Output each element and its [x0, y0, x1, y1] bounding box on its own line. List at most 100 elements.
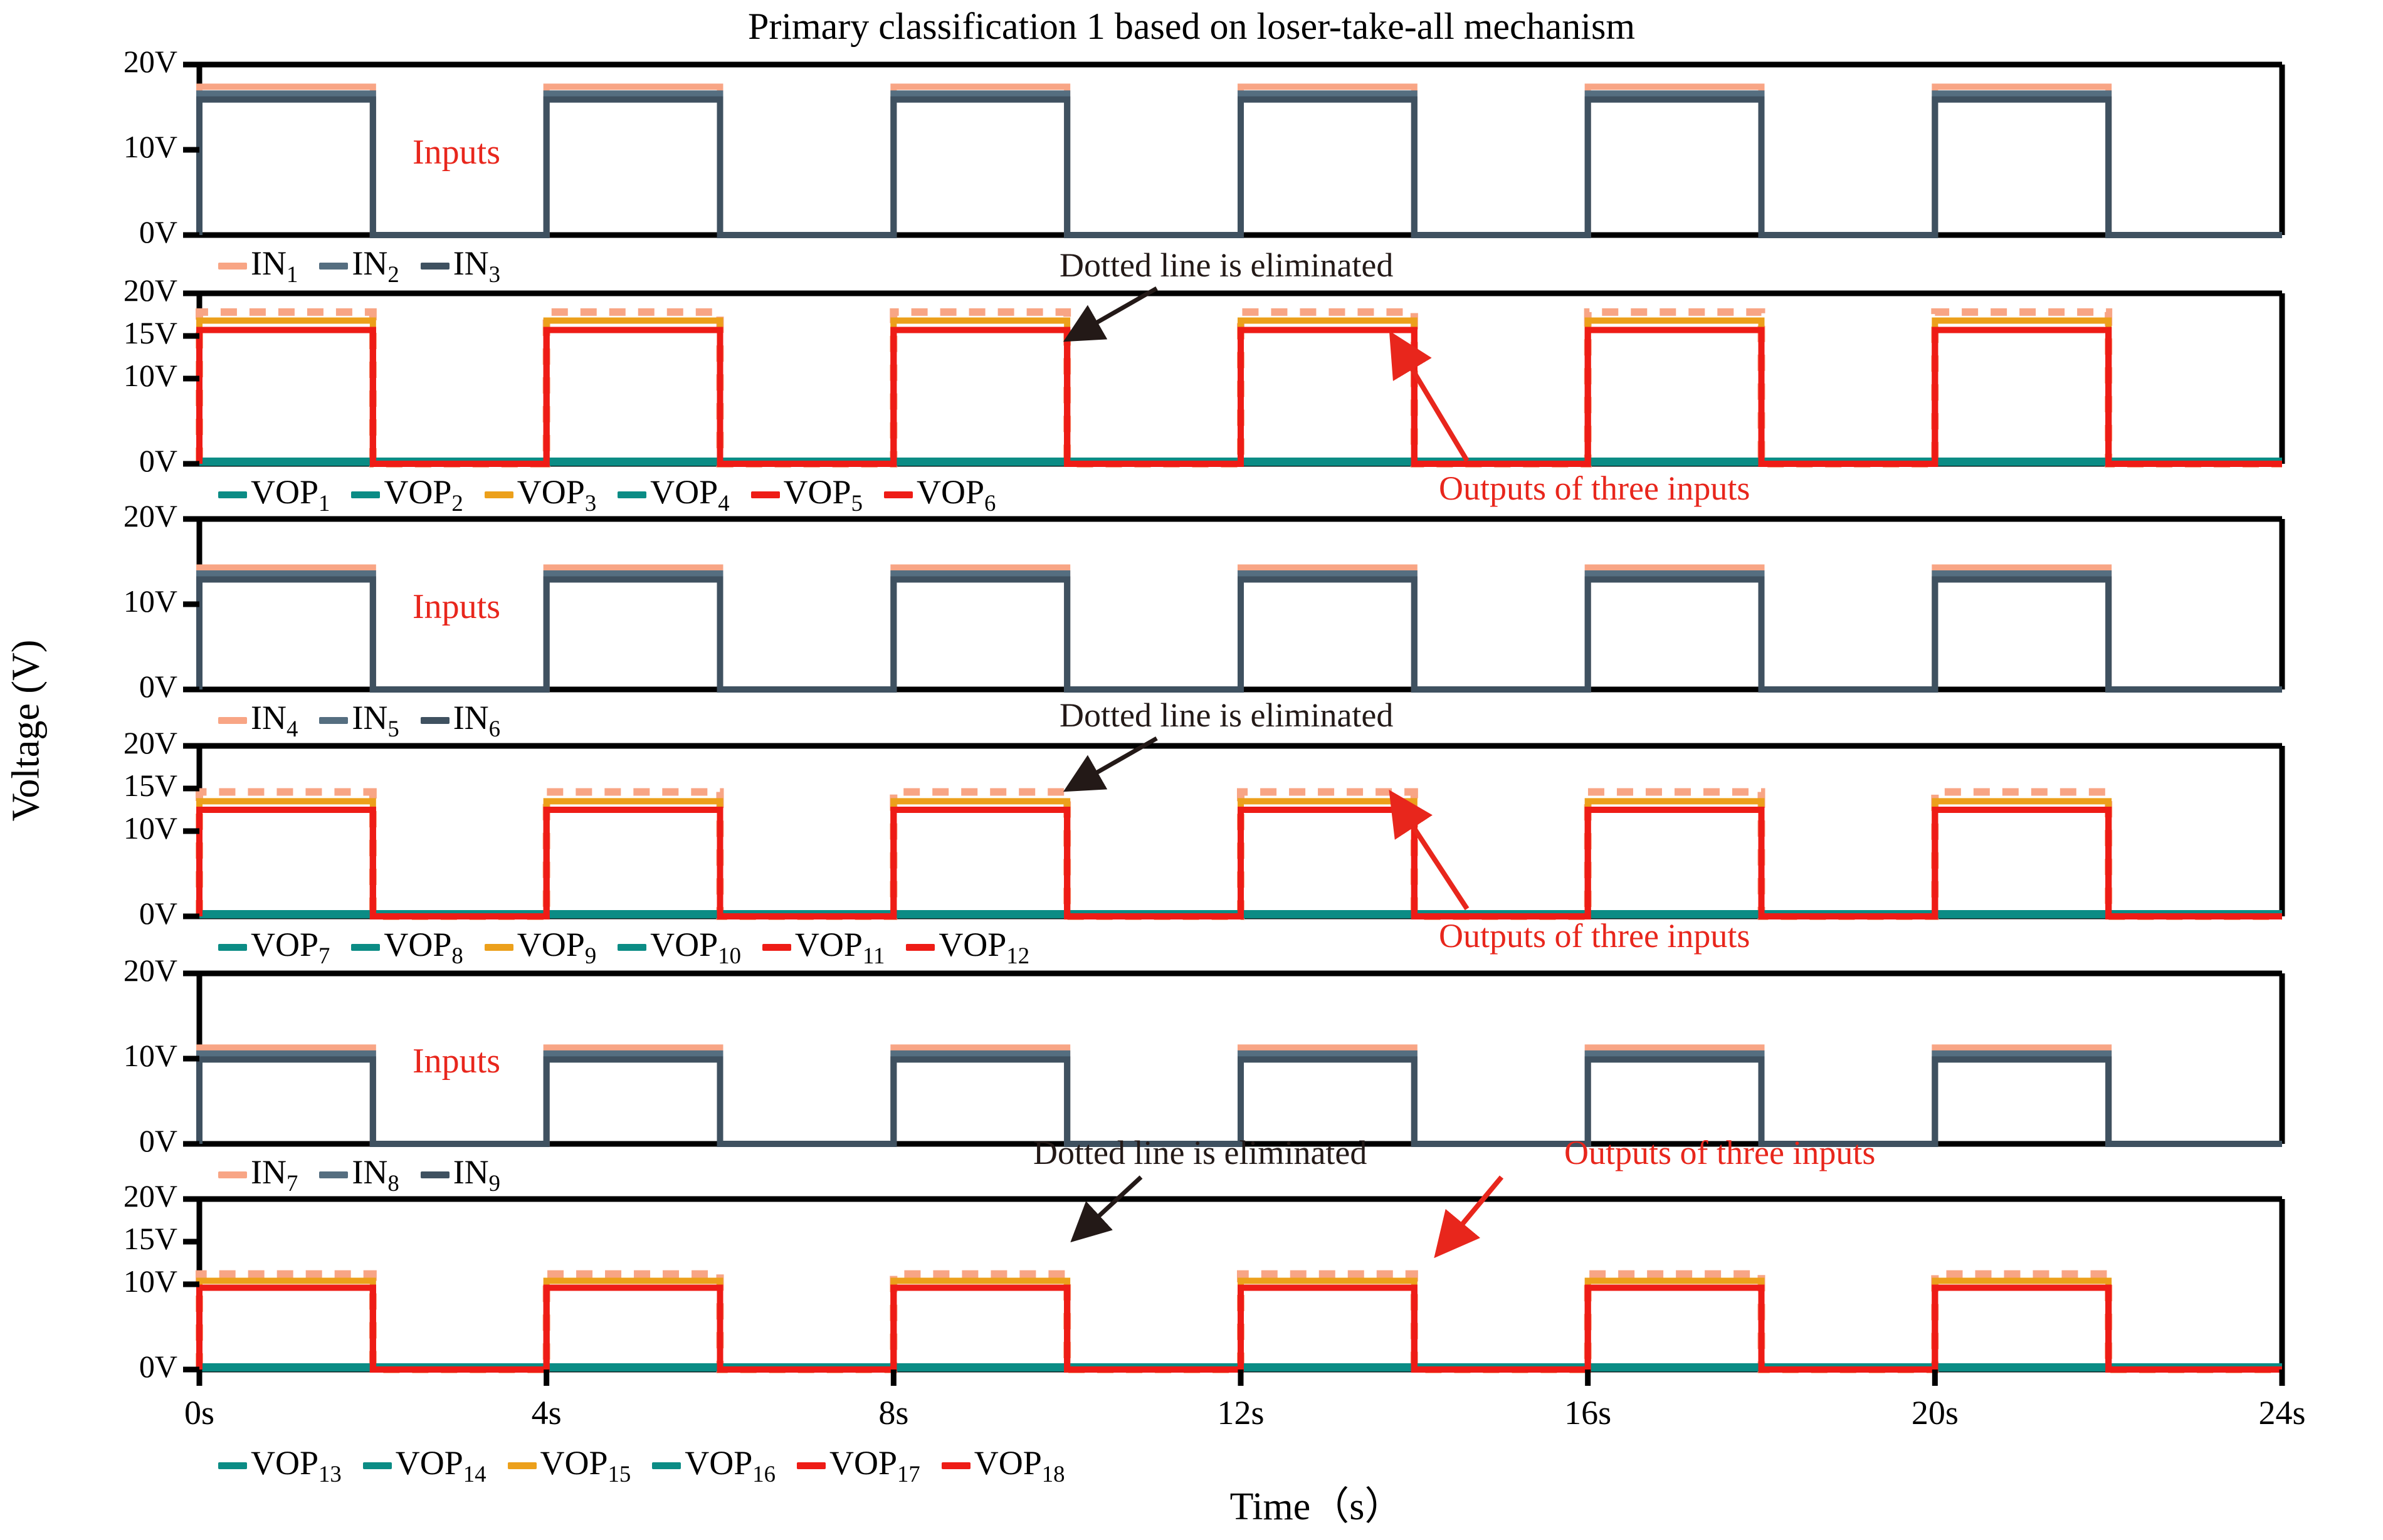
y-tick-label: 0V: [139, 669, 177, 704]
legend-swatch-icon: [762, 944, 791, 951]
legend-entry-IN5[interactable]: IN5: [319, 701, 399, 741]
legend-entry-VOP10[interactable]: VOP10: [618, 928, 741, 968]
inputs-label-1: Inputs: [413, 133, 500, 172]
plot-area-1: [183, 61, 2285, 238]
legend-swatch-icon: [420, 263, 450, 270]
x-tick-label: 8s: [878, 1394, 909, 1432]
legend-label: IN7: [251, 1153, 298, 1196]
legend-entry-IN3[interactable]: IN3: [420, 244, 501, 287]
plot-panel-6: [183, 1196, 2285, 1386]
x-axis-label: Time（s）: [1229, 1485, 1404, 1528]
legend-entry-VOP3[interactable]: VOP3: [484, 473, 597, 516]
x-tick-label: 20s: [1911, 1394, 1959, 1432]
legend-entry-VOP11[interactable]: VOP11: [762, 928, 885, 968]
legend-swatch-icon: [362, 1462, 392, 1470]
legend-entry-IN8[interactable]: IN8: [319, 1155, 399, 1195]
legend-swatch-icon: [507, 1462, 537, 1470]
legend-entry-VOP6[interactable]: VOP6: [883, 473, 996, 516]
plot-area-5: [183, 970, 2285, 1147]
waveform-IN3: [196, 96, 2282, 238]
legend-swatch-icon: [906, 944, 935, 951]
x-tick-label: 16s: [1564, 1394, 1612, 1432]
y-tick-label: 10V: [123, 584, 177, 619]
legend-entry-VOP18[interactable]: VOP18: [941, 1446, 1065, 1486]
waveform-VOP18: [196, 1284, 2282, 1373]
waveform-IN9: [196, 1056, 2282, 1147]
legend-swatch-icon: [351, 944, 381, 951]
legend-panel-3: IN4 IN5 IN6: [218, 701, 522, 741]
legend-entry-VOP8[interactable]: VOP8: [351, 928, 463, 968]
legend-swatch-icon: [484, 944, 513, 951]
x-tick-label: 12s: [1217, 1394, 1265, 1432]
annotation-dotted-p6: Dotted line is eliminated: [1033, 1134, 1367, 1171]
inputs-label-5: Inputs: [413, 1042, 500, 1081]
legend-entry-IN6[interactable]: IN6: [420, 701, 500, 741]
legend-panel-5: IN7 IN8 IN9: [218, 1155, 522, 1195]
y-tick-label: 15V: [123, 315, 177, 350]
legend-label: IN3: [453, 244, 501, 287]
waveform-IN6: [196, 576, 2282, 693]
y-tick-label: 20V: [123, 1178, 177, 1213]
legend-label: VOP15: [540, 1444, 631, 1487]
legend-label: VOP13: [251, 1444, 342, 1487]
y-tick-label: 0V: [139, 1123, 177, 1158]
legend-label: VOP12: [939, 926, 1030, 968]
annotation-dotted-p2: Dotted line is eliminated: [1060, 246, 1394, 284]
legend-swatch-icon: [941, 1462, 971, 1470]
plot-panel-3: [183, 516, 2285, 693]
legend-entry-VOP14[interactable]: VOP14: [362, 1446, 487, 1486]
legend-swatch-icon: [351, 491, 381, 499]
y-tick-label: 15V: [123, 1221, 177, 1256]
y-tick-label: 10V: [123, 1264, 177, 1299]
legend-label: IN2: [352, 244, 399, 287]
legend-entry-VOP5[interactable]: VOP5: [750, 475, 863, 515]
legend-entry-VOP4[interactable]: VOP4: [618, 473, 730, 516]
legend-entry-VOP2[interactable]: VOP2: [351, 475, 463, 515]
legend-entry-IN9[interactable]: IN9: [420, 1153, 501, 1196]
legend-label: IN5: [352, 699, 399, 741]
legend-swatch-icon: [218, 1171, 247, 1179]
y-tick-label: 10V: [123, 810, 177, 846]
legend-swatch-icon: [218, 491, 247, 499]
legend-label: IN9: [453, 1153, 501, 1196]
legend-label: VOP16: [685, 1444, 776, 1487]
legend-label: VOP4: [650, 473, 730, 516]
legend-entry-IN7[interactable]: IN7: [218, 1155, 298, 1195]
waveform-VOP6: [196, 327, 2282, 467]
y-tick-label: 20V: [123, 44, 177, 79]
legend-label: VOP7: [251, 926, 330, 968]
legend-swatch-icon: [218, 263, 247, 270]
legend-swatch-icon: [484, 491, 513, 499]
legend-entry-VOP13[interactable]: VOP13: [218, 1446, 342, 1486]
legend-label: VOP9: [517, 926, 597, 968]
legend-label: VOP8: [384, 926, 463, 968]
plot-panel-2: [183, 290, 2285, 468]
legend-label: VOP10: [650, 926, 741, 968]
y-tick-label: 20V: [123, 498, 177, 533]
legend-swatch-icon: [797, 1462, 826, 1470]
legend-label: VOP6: [916, 473, 996, 516]
legend-entry-IN4[interactable]: IN4: [218, 701, 298, 741]
legend-entry-IN2[interactable]: IN2: [319, 246, 399, 286]
legend-entry-VOP15[interactable]: VOP15: [507, 1444, 631, 1487]
legend-entry-VOP9[interactable]: VOP9: [484, 926, 597, 968]
legend-entry-VOP1[interactable]: VOP1: [218, 475, 330, 515]
legend-label: VOP17: [829, 1444, 920, 1487]
inputs-label-3: Inputs: [413, 587, 500, 626]
legend-entry-VOP17[interactable]: VOP17: [797, 1446, 920, 1486]
legend-entry-VOP7[interactable]: VOP7: [218, 928, 330, 968]
legend-entry-VOP12[interactable]: VOP12: [906, 928, 1029, 968]
y-tick-label: 20V: [123, 273, 177, 308]
annotation-outputs-p4: Outputs of three inputs: [1439, 917, 1750, 955]
x-tick-label: 0s: [184, 1394, 214, 1432]
legend-entry-VOP16[interactable]: VOP16: [652, 1446, 776, 1486]
legend-label: VOP3: [517, 473, 597, 516]
legend-entry-IN1[interactable]: IN1: [218, 246, 298, 286]
y-tick-label: 15V: [123, 768, 177, 803]
legend-swatch-icon: [618, 491, 647, 499]
legend-panel-1: IN1 IN2 IN3: [218, 246, 522, 286]
waveform-VOP12: [196, 807, 2282, 919]
legend-label: IN8: [352, 1153, 399, 1196]
y-tick-label: 10V: [123, 129, 177, 164]
